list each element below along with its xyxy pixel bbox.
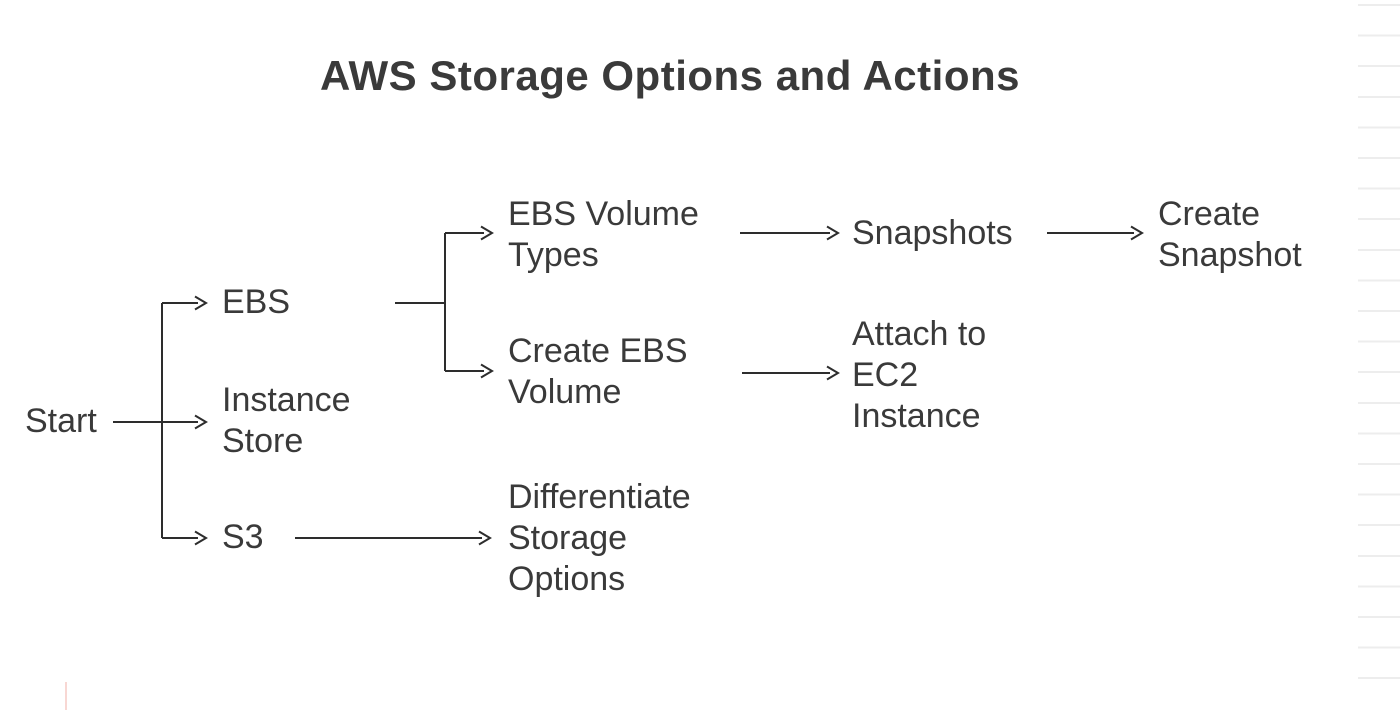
node-label-line: EBS [222,283,291,321]
node-label-line: S3 [222,518,264,556]
node-label-line: Start [25,402,97,440]
node-label-line: Snapshot [1158,236,1302,274]
trunk-to-ebs-arrowhead-icon [194,295,208,311]
create-ebs-volume-to-attach-ec2-arrowhead-icon [826,365,840,381]
node-label-line: Differentiate [508,478,691,516]
node-snapshots: Snapshots [852,213,1013,254]
node-label-line: Options [508,560,626,598]
node-label-line: Instance [852,397,981,435]
node-ebs: EBS [222,282,290,323]
ebs-volume-types-to-snapshots-arrowhead-icon [826,225,840,241]
node-label-line: Create [1158,195,1261,233]
text-selection-accent-tick [65,682,67,710]
diagram-title: AWS Storage Options and Actions [320,52,1020,99]
node-s3: S3 [222,517,264,558]
node-label-line: Store [222,422,304,460]
node-label-line: Volume [508,373,622,411]
node-label-line: Create EBS [508,332,688,370]
trunk-to-s3-arrowhead-icon [194,530,208,546]
trunk-to-ebs-volume-types-arrowhead-icon [480,225,494,241]
node-label-line: EBS Volume [508,195,699,233]
node-label-line: Types [508,236,599,274]
trunk-to-create-ebs-volume-arrowhead-icon [480,363,494,379]
node-start: Start [25,401,97,442]
start-to-instance-store-arrowhead-icon [194,414,208,430]
snapshots-to-create-snapshot-arrowhead-icon [1130,225,1144,241]
node-label-line: Snapshots [852,214,1013,252]
node-label-line: EC2 [852,356,919,394]
node-label-line: Attach to [852,315,987,353]
node-label-line: Storage [508,519,628,557]
s3-to-differentiate-arrowhead-icon [478,530,492,546]
node-label-line: Instance [222,381,351,419]
page-edge-ruled-lines [1358,4,1400,706]
